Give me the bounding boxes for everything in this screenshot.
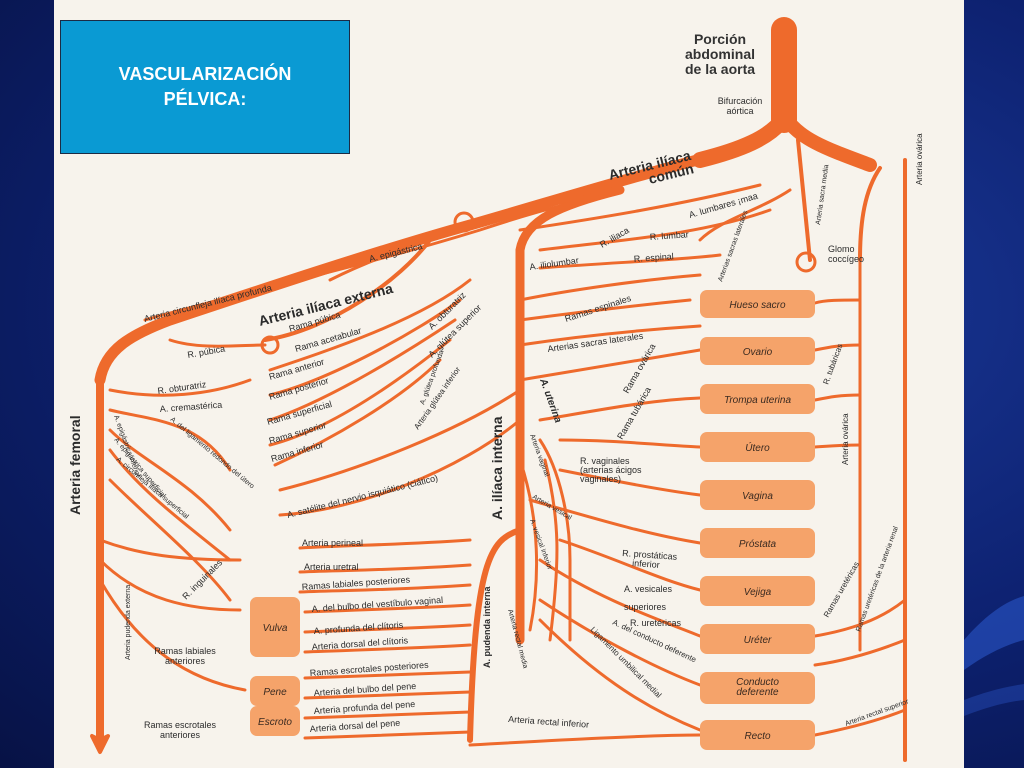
label-r-iliaca: R. iliaca (598, 225, 631, 250)
organ-ureter-label: Uréter (744, 635, 772, 646)
label-arteria-uretral: Arteria uretral (304, 562, 359, 572)
label-glomo-coccigeo: Glomo (828, 244, 855, 254)
organ-trompa-uterina-box (700, 384, 815, 414)
label-inferior: inferior (632, 558, 660, 570)
organ-escroto-label: Escroto (258, 717, 292, 728)
organ-vulva-label: Vulva (263, 623, 288, 634)
label-porcion-abdominal: de la aorta (685, 61, 755, 77)
label-r-vaginales: (arterias ácigos (580, 465, 642, 475)
organ-pene-box (250, 676, 300, 706)
label-rectal-inferior: Arteria rectal inferior (508, 714, 590, 730)
organ-pene-label: Pene (263, 687, 287, 698)
label-circunfleja-superficial: A. circunfleja ilíaca superficial (115, 456, 190, 521)
organ-hueso-sacro-box (700, 290, 815, 318)
organ-conducto-deferente-label: Conducto (736, 677, 779, 688)
label-ramas-uretericas: Ramas uretéricas (822, 560, 861, 619)
label-sacra-media: Arteria sacra media (815, 164, 830, 225)
label-profunda-clitoris: A. profunda del clítoris (313, 620, 404, 636)
label-r-vaginales: vaginales) (580, 474, 621, 484)
organ-vejiga-label: Vejiga (744, 587, 772, 598)
label-bulbo-vestibulo: A. del bulbo del vestíbulo vaginal (311, 595, 443, 614)
label-iliolumbar: A. iliolumbar (529, 255, 579, 272)
label-pudenda-interna: A. pudenda interna (482, 586, 492, 669)
label-superiores: superiores (624, 602, 667, 612)
label-r-lumbar: R. lumbar (649, 229, 689, 242)
label-escrotales-anteriores: anteriores (160, 730, 201, 740)
organ-conducto-deferente-label: deferente (736, 687, 779, 698)
organ-ovario-label: Ovario (743, 347, 773, 358)
slide-title: VASCULARIZACIÓN PÉLVICA: (60, 20, 350, 154)
label-glutea-inferior: Arteria glútea inferior (412, 365, 462, 431)
artery-lines (90, 17, 907, 762)
organ-ovario-box (700, 337, 815, 365)
label-arteria-femoral: Arteria femoral (67, 415, 83, 515)
organ-recto-label: Recto (744, 731, 771, 742)
label-r-vaginales: R. vaginales (580, 456, 630, 466)
label-circunfleja-profunda: Arteria circunfleja ilíaca profunda (143, 283, 273, 324)
organ-vagina-box (700, 480, 815, 510)
label-labiales-anteriores: Ramas labiales (154, 646, 216, 656)
label-dorsal-pene: Arteria dorsal del pene (309, 718, 400, 734)
organ-conducto-deferente-box (700, 672, 815, 704)
organ-ureter-box (700, 624, 815, 654)
organ-vagina-label: Vagina (742, 491, 773, 502)
organ-escroto-box (250, 706, 300, 736)
organ-vulva-box (250, 597, 300, 657)
label-porcion-abdominal: Porción (694, 31, 746, 47)
label-bifurcacion: aórtica (726, 106, 753, 116)
organ-utero-label: Útero (745, 441, 770, 454)
organ-utero-box (700, 432, 815, 462)
label-rama-ovarica: Rama ovárica (621, 342, 657, 395)
label-labiales-anteriores: anteriores (165, 656, 206, 666)
organ-trompa-uterina-label: Trompa uterina (724, 395, 792, 406)
label-arteria-ovarica-top: Arteria ovárica (915, 133, 924, 185)
label-iliaca-interna: A. ilíaca interna (489, 416, 505, 520)
label-r-inguinales: R. inguinales (180, 557, 224, 601)
label-cremasterica: A. cremastérica (159, 400, 222, 414)
label-bifurcacion: Bifurcación (718, 96, 763, 106)
label-r-espinal: R. espinal (633, 251, 674, 264)
organ-recto-box (700, 720, 815, 750)
organ-prostata-label: Próstata (739, 539, 777, 550)
organ-vejiga-box (700, 576, 815, 606)
label-r-uretericas: R. uretéricas (630, 618, 682, 628)
label-satelite-ciatico: A. satélite del nervio isquiático (ciáti… (286, 473, 439, 520)
label-glomo-coccigeo: coccígeo (828, 254, 864, 264)
organ-boxes (250, 290, 815, 750)
organ-prostata-box (700, 528, 815, 558)
label-ligamento-redondo: A. del ligamento redondo del útero (169, 416, 256, 490)
label-ovarica-right: Arteria ovárica (841, 413, 850, 465)
label-r-prostaticas: R. prostáticas (622, 548, 678, 562)
label-arteria-perineal: Arteria perineal (302, 538, 363, 548)
label-a-vesicales: A. vesicales (624, 584, 673, 594)
title-line-1: VASCULARIZACIÓN (118, 63, 292, 84)
title-line-2: PÉLVICA: (163, 89, 247, 109)
organ-hueso-sacro-label: Hueso sacro (729, 300, 786, 311)
label-escrotales-anteriores: Ramas escrotales (144, 720, 217, 730)
label-porcion-abdominal: abdominal (685, 46, 755, 62)
label-glutea-superior: A. glútea superior (426, 302, 483, 359)
label-vesical-inferior: A. vesical inferior (528, 518, 553, 571)
label-rama-tubarica: Rama tubárica (615, 385, 653, 441)
label-pudenda-externa: Arteria pudenda externa (125, 585, 132, 660)
